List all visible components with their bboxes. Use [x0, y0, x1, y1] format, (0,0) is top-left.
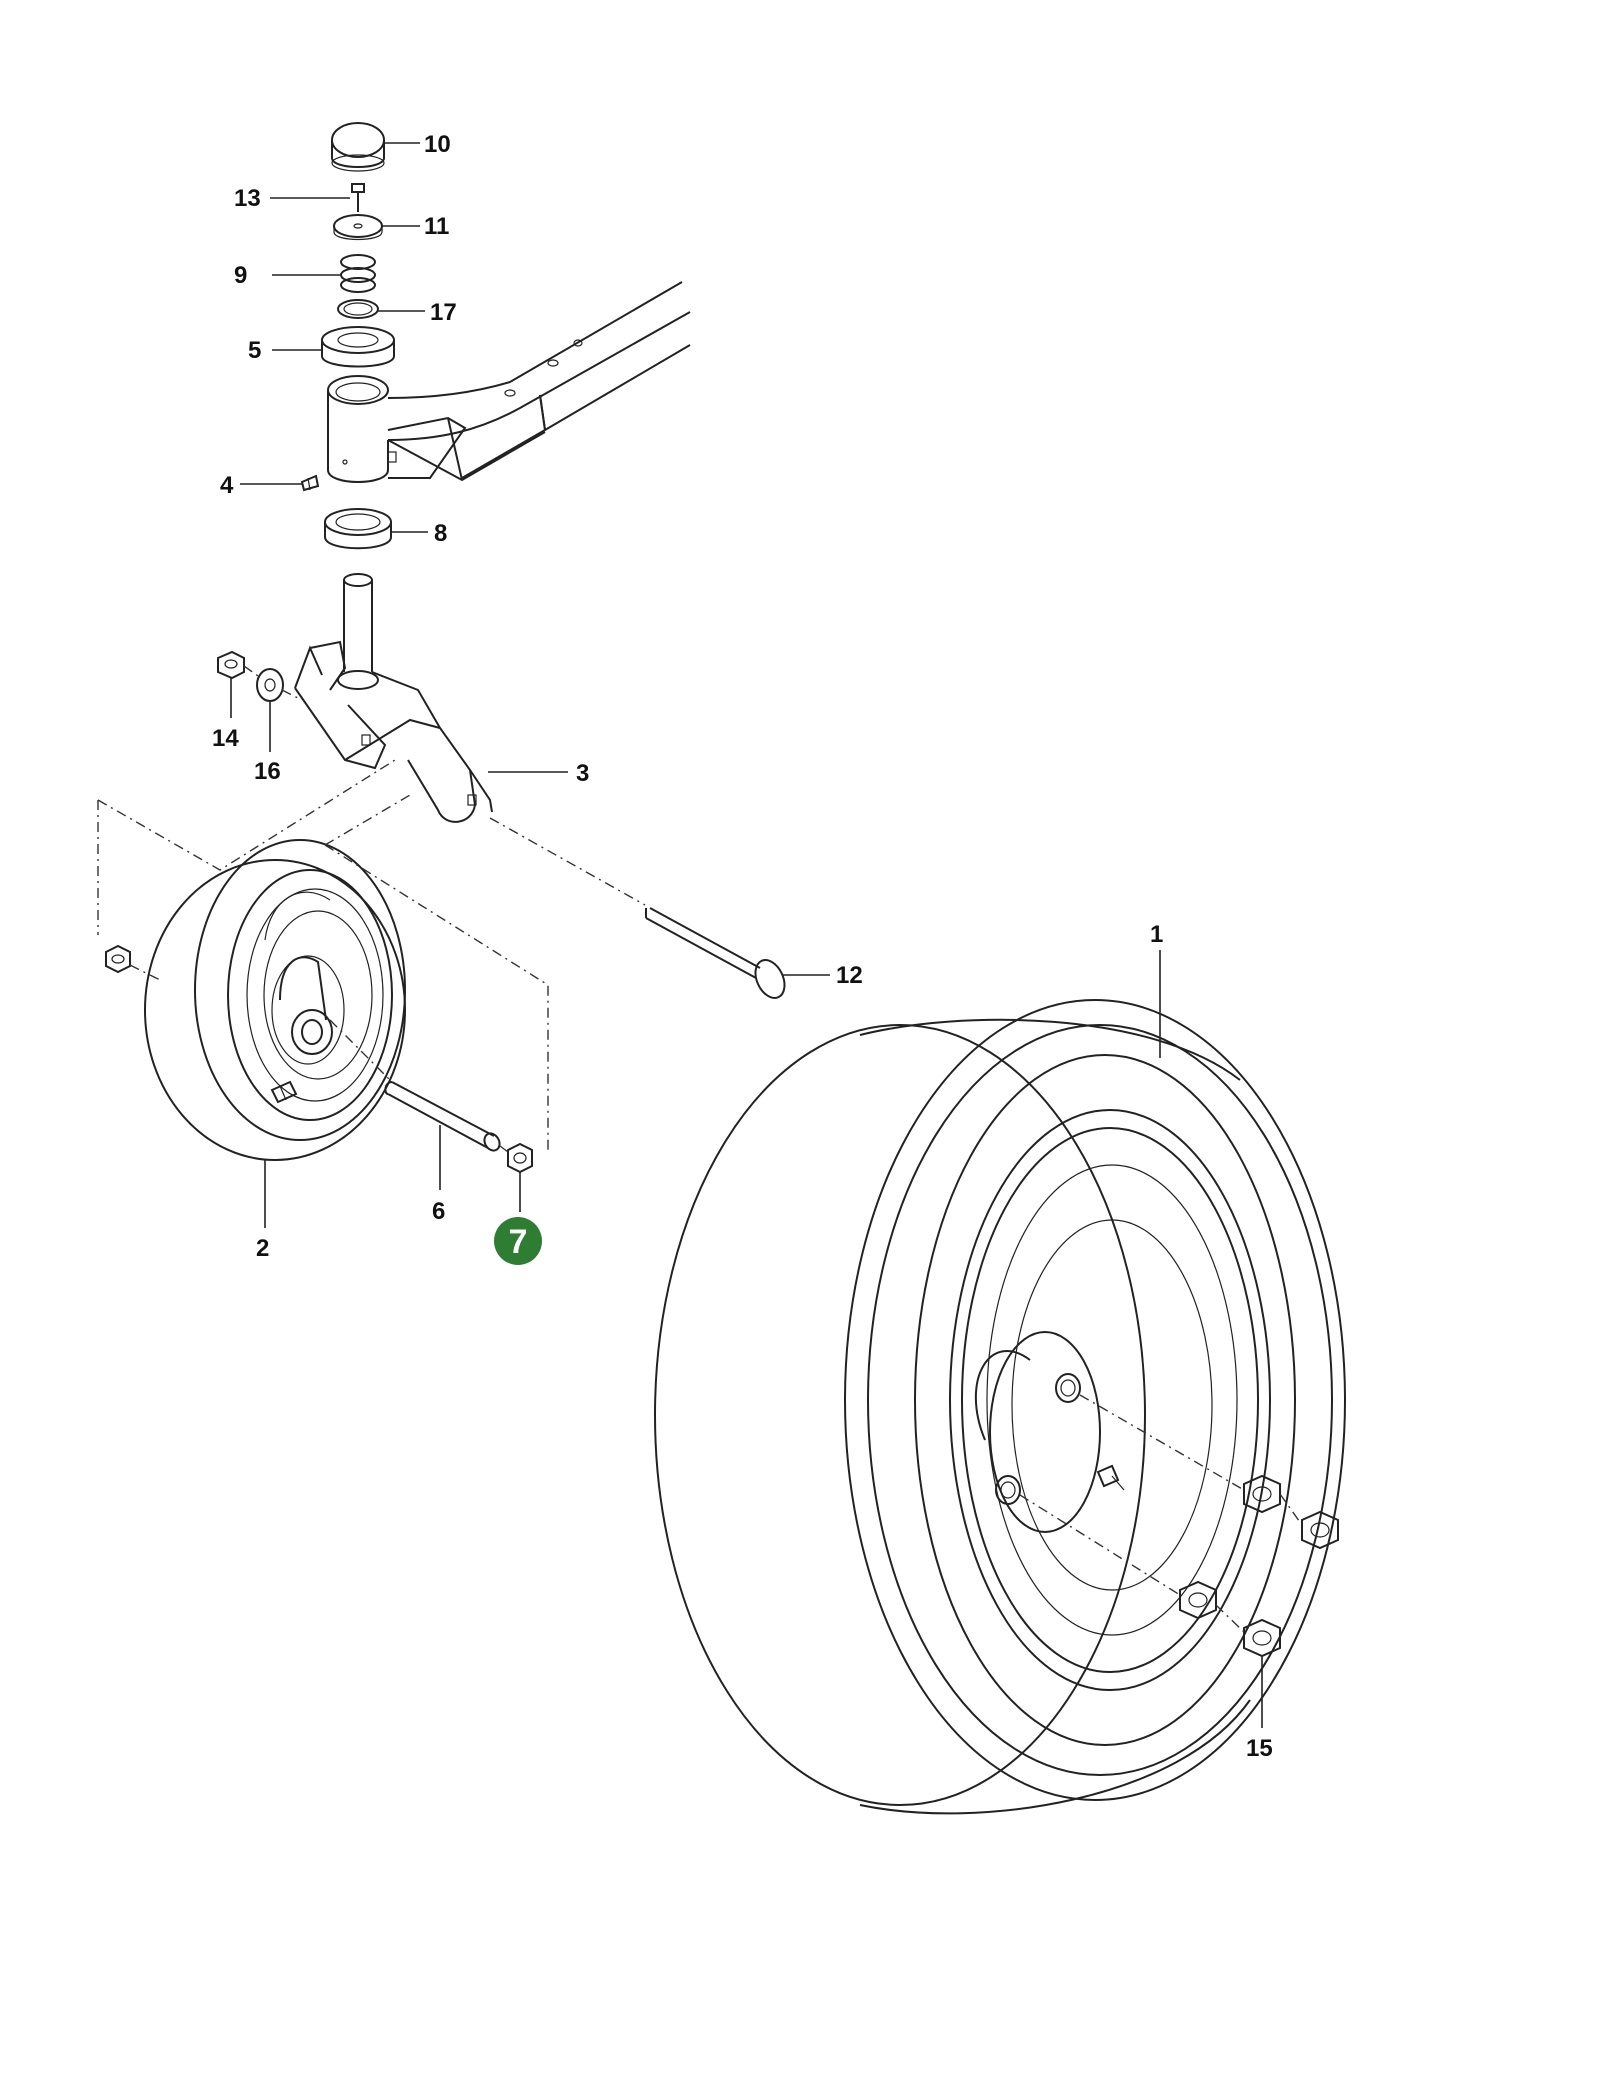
callout-14: 14 [212, 725, 239, 752]
highlight-label: 7 [509, 1223, 528, 1261]
spacer-tube [384, 1081, 501, 1152]
callout-12: 12 [836, 962, 863, 989]
seal [340, 254, 376, 293]
callout-4: 4 [220, 472, 234, 499]
callout-9: 9 [234, 262, 247, 289]
callout-1: 1 [1150, 921, 1163, 948]
leader-lines [230, 142, 1263, 1728]
spindle-housing [327, 375, 467, 483]
callout-6: 6 [432, 1198, 445, 1225]
nut-wheel-left [105, 944, 131, 974]
highlight-circle [494, 1217, 542, 1265]
callout-5: 5 [248, 337, 261, 364]
lug-nut-3 [1179, 1580, 1217, 1620]
caster-fork [294, 573, 493, 823]
bearing-upper [321, 326, 395, 368]
callouts: 10 13 11 9 17 5 4 8 14 16 3 12 1 6 2 15 [212, 131, 1273, 1762]
lug-nut-1 [1243, 1474, 1281, 1514]
assembly-lines [97, 665, 1303, 1633]
large-wheel [654, 999, 1346, 1815]
callout-8: 8 [434, 520, 447, 547]
callout-15: 15 [1246, 1735, 1273, 1762]
dust-cap [331, 122, 385, 172]
washer-fork [256, 668, 284, 702]
lug-nut-2 [1301, 1510, 1339, 1550]
callout-2: 2 [256, 1235, 269, 1262]
callout-10: 10 [424, 131, 451, 158]
lug-nut-4 [1243, 1618, 1281, 1658]
spacer-washer [507, 1142, 533, 1174]
nut-fork [217, 650, 245, 680]
bearing-lower [324, 508, 392, 550]
axle-bolt [645, 907, 786, 999]
ring [337, 299, 379, 319]
washer-cap [333, 214, 383, 241]
grease-fitting-small [300, 474, 320, 492]
highlight-badge[interactable]: 7 [494, 1217, 542, 1265]
callout-11: 11 [424, 213, 449, 240]
bolt-small [351, 183, 365, 212]
callout-16: 16 [254, 758, 281, 785]
callout-13: 13 [234, 185, 261, 212]
callout-17: 17 [430, 299, 457, 326]
callout-3: 3 [576, 760, 589, 787]
caster-wheel [144, 839, 406, 1161]
